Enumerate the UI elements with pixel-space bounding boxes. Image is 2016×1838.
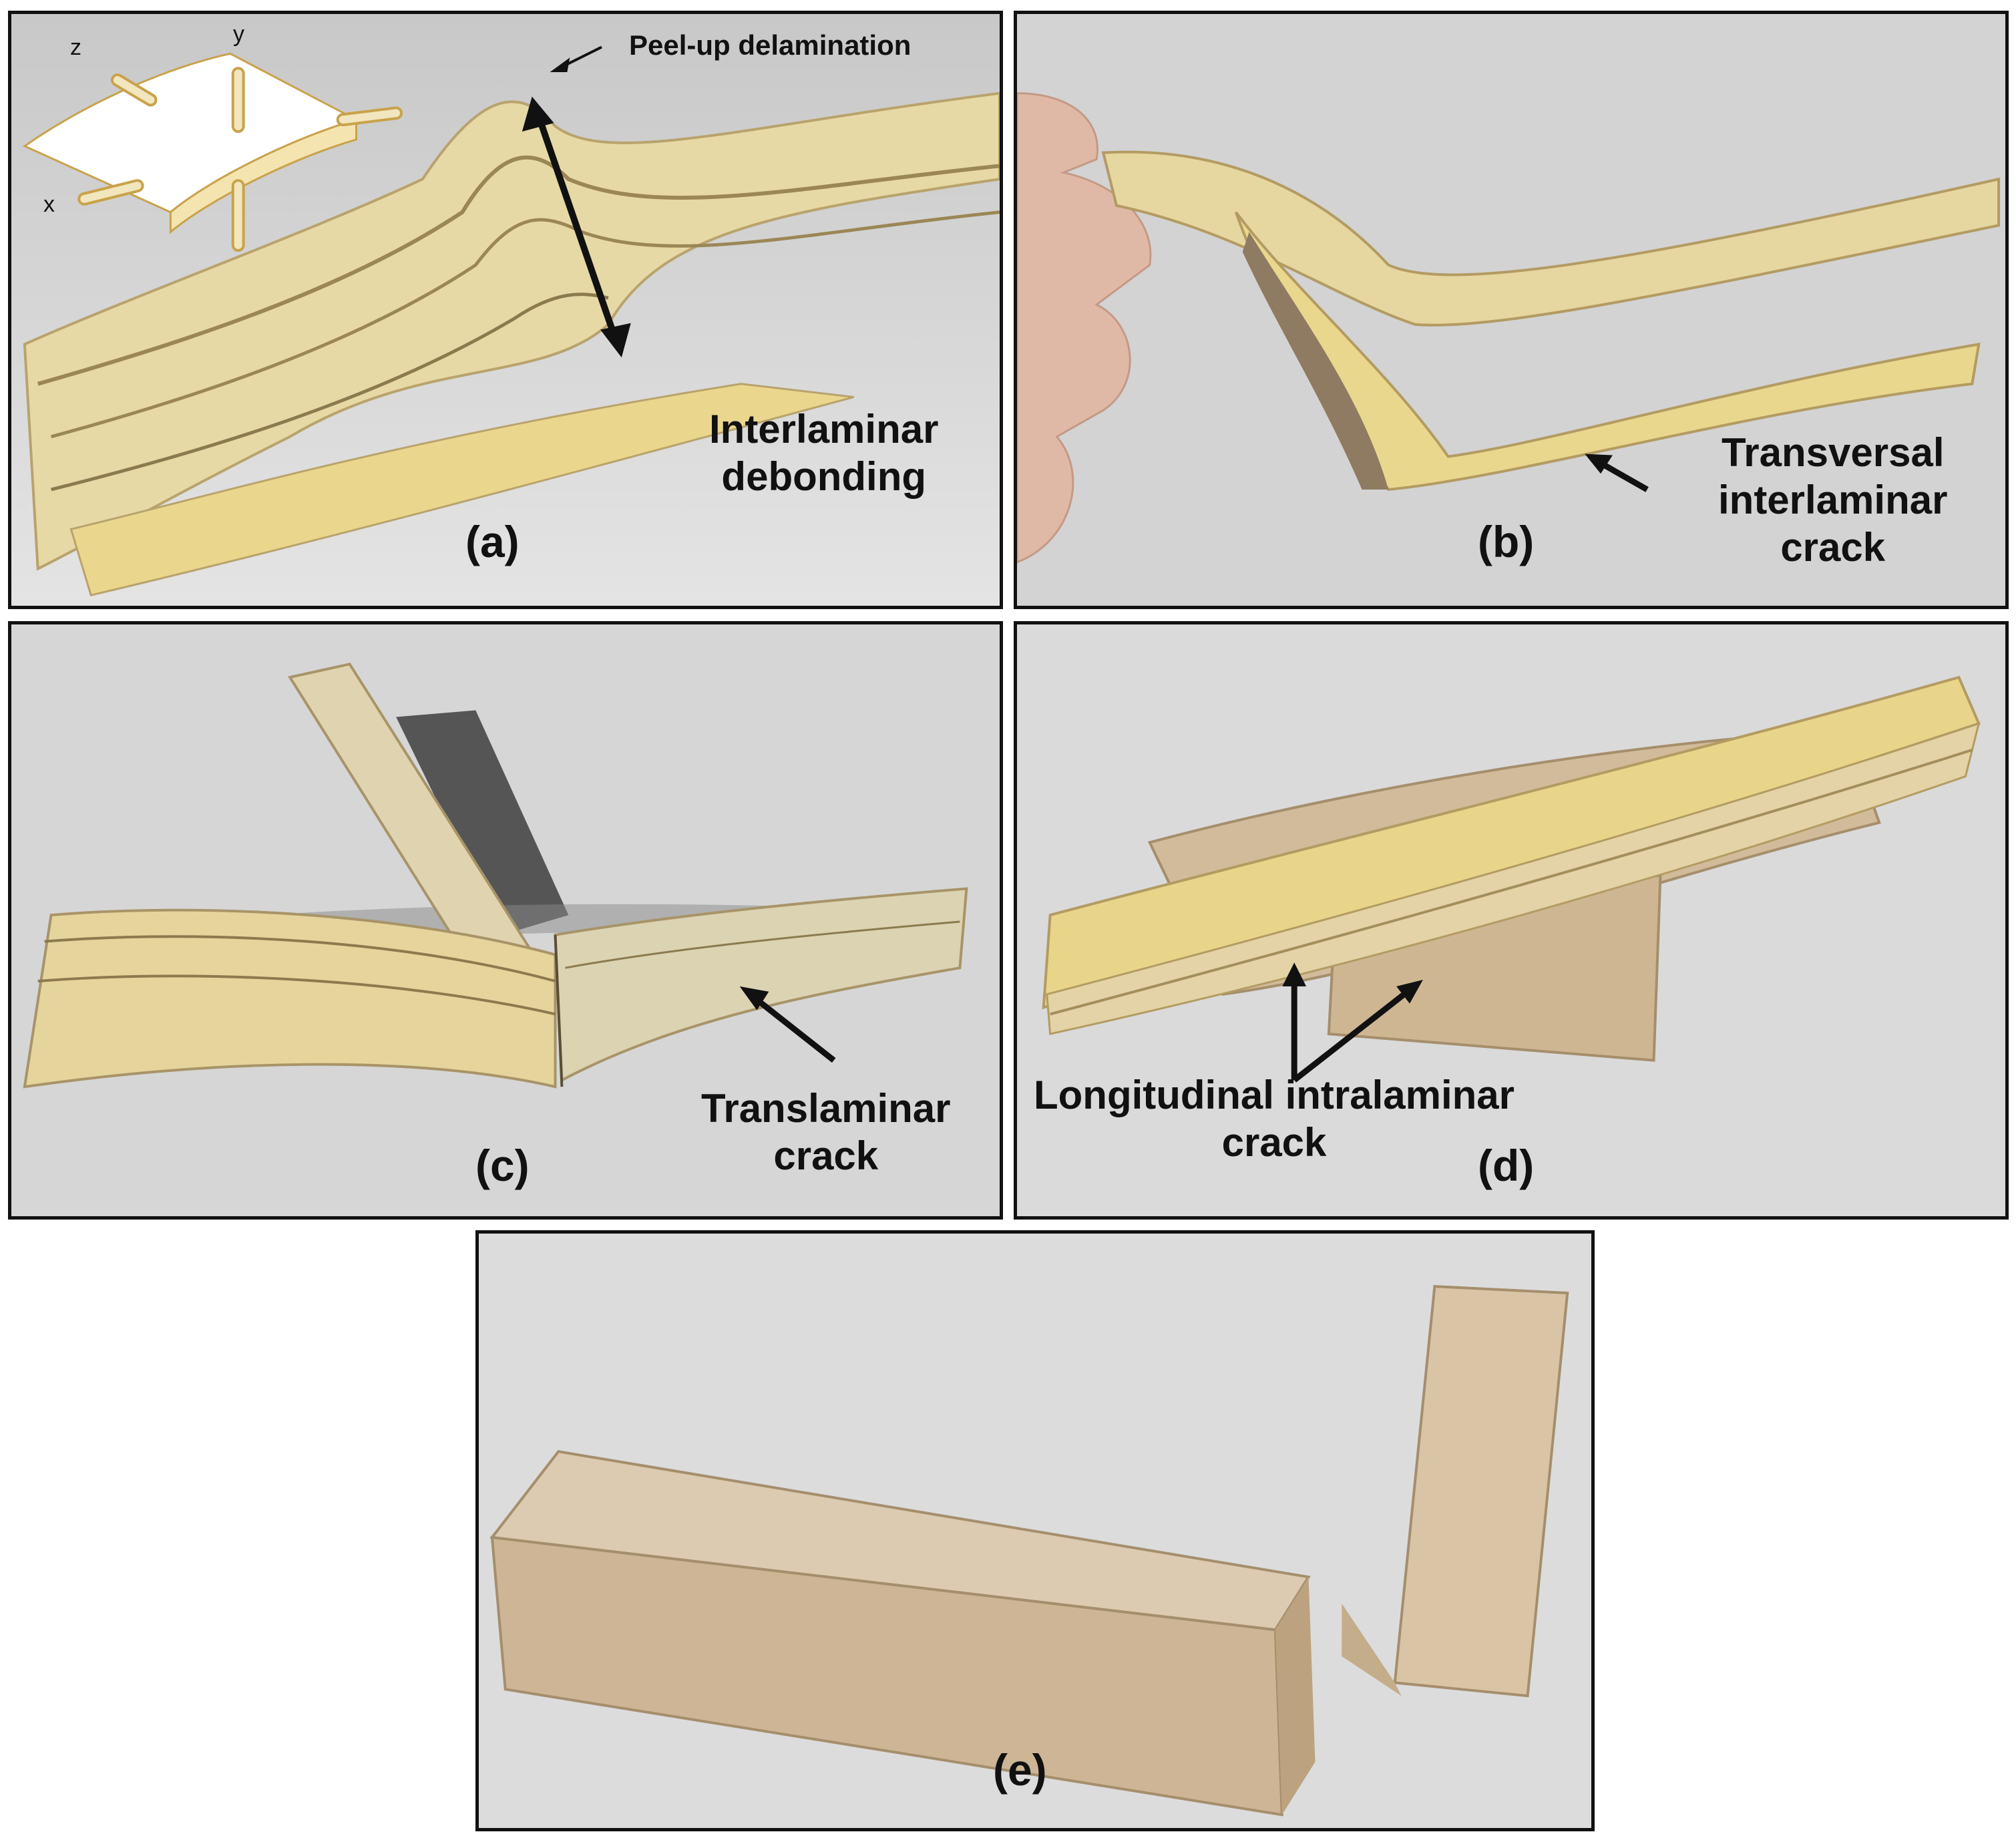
panel-letter-b: (b) [1478,517,1535,566]
axis-label-z: z [70,35,81,60]
axis-label-y: y [233,21,244,47]
panel-letter-e: (e) [993,1745,1047,1795]
peel-up-delamination-label: Peel-up delamination [629,29,912,61]
longitudinal-intralaminar-crack-label: Longitudinal intralaminar crack [1034,1072,1515,1167]
label-line: crack [1221,1119,1327,1165]
translaminar-crack-label: Translaminar crack [701,1085,951,1180]
panel-letter-a: (a) [465,517,520,566]
label-line: crack [773,1133,879,1178]
photo-specimen-a [11,14,1000,606]
label-line: Translaminar [701,1086,951,1131]
photo-specimen-b [1017,14,2005,606]
label-line: debonding [721,453,927,499]
axis-label-x: x [43,192,55,217]
panel-a: z y x Peel-up delamination Interlaminar … [8,11,1003,609]
panel-e: (e) [475,1230,1595,1831]
panel-b: Transversal interlaminar crack (b) [1014,11,2009,609]
label-line: Transversal [1721,430,1945,475]
label-line: Interlaminar [709,407,939,451]
laminate-schematic-inset [22,52,403,252]
label-line: crack [1780,524,1886,570]
label-line: interlaminar [1718,477,1948,522]
transversal-interlaminar-crack-label: Transversal interlaminar crack [1718,429,1947,571]
photo-specimen-e [479,1234,1591,1828]
panel-letter-d: (d) [1478,1141,1535,1190]
interlaminar-debonding-label: Interlaminar debonding [709,406,938,501]
panel-letter-c: (c) [475,1141,530,1190]
photo-specimen-c [11,624,1000,1216]
photo-specimen-d [1017,624,2005,1216]
panel-d: Longitudinal intralaminar crack (d) [1014,621,2009,1220]
label-line: Longitudinal intralaminar [1034,1073,1515,1117]
panel-c: Translaminar crack (c) [8,621,1003,1220]
